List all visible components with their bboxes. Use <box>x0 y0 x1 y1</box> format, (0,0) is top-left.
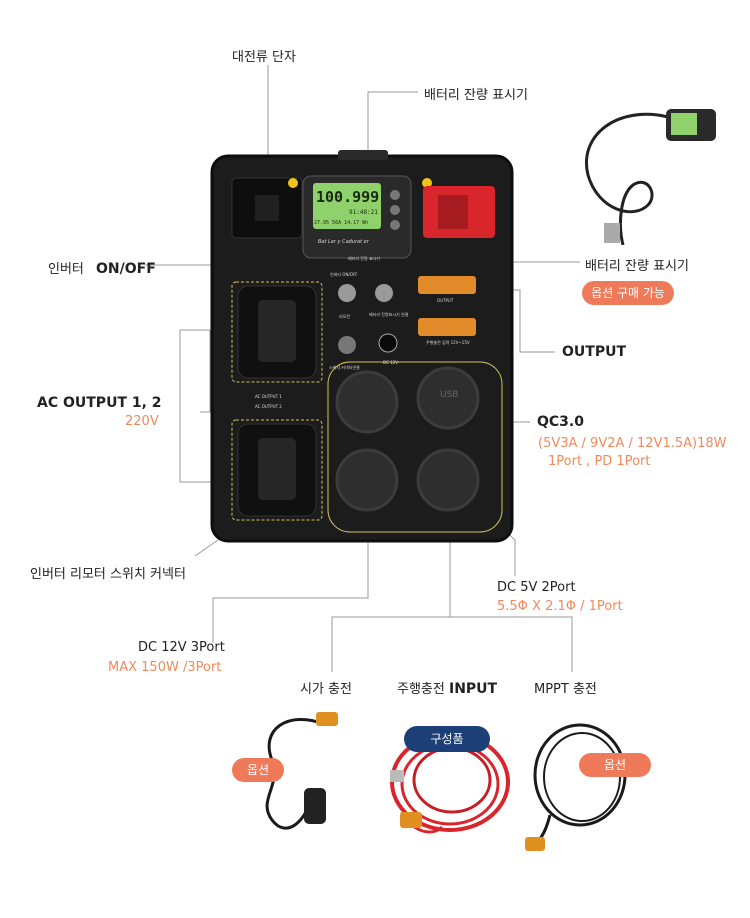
panel-label-remote: 리모컨 <box>339 314 351 319</box>
panel-label-output: OUTPUT <box>437 298 454 303</box>
input-text: INPUT <box>448 681 498 697</box>
battery-meter-label: 배터리 잔량 표시기 <box>424 88 528 103</box>
dc12v-label: DC 12V 3Port <box>138 640 225 655</box>
usb-label: USB <box>440 390 459 400</box>
meter-reading: 100.999 <box>316 188 380 206</box>
components-badge: 구성품 <box>404 726 490 752</box>
panel-label-meter-conn: 배터리 잔량표시기 연결 <box>369 312 409 317</box>
option-badge-right: 옵션 <box>579 753 651 777</box>
input-label: 주행충전 INPUT <box>397 678 497 697</box>
option-purchase-badge: 옵션 구매 가능 <box>582 281 674 305</box>
panel-label-ac2: AC OUTPUT 2 <box>255 404 282 409</box>
power-station-panel <box>210 150 514 543</box>
panel-label-dc12: DC 12V <box>383 360 398 365</box>
mppt-charge-label: MPPT 충전 <box>534 682 597 697</box>
line-inputs <box>331 616 573 672</box>
dc-terminal-label: 대전류 단자 <box>232 50 296 65</box>
output-label: OUTPUT <box>562 344 626 360</box>
battery-meter-right-label: 배터리 잔량 표시기 <box>585 259 689 274</box>
inverter-onoff-text: ON/OFF <box>96 261 156 277</box>
qc-spec-1: (5V3A / 9V2A / 12V1.5A)18W <box>538 436 727 451</box>
driving-charge-text: 주행충전 <box>397 682 445 697</box>
panel-label-switch: 스위치 커넥터연결 <box>329 365 360 370</box>
panel-label-ac1: AC OUTPUT 1 <box>255 394 282 399</box>
cigar-cable-image <box>265 712 338 830</box>
line-dc12v <box>212 500 369 643</box>
cigar-charge-label: 시가 충전 <box>300 682 352 697</box>
meter-line2: 91:48:21 <box>349 209 378 216</box>
inverter-label: 인버터 ON/OFF <box>48 258 156 277</box>
dc5v-spec: 5.5Φ X 2.1Φ / 1Port <box>497 599 623 614</box>
ac-voltage-label: 220V <box>125 414 159 429</box>
line-ac-c <box>200 330 211 413</box>
mppt-cable-image <box>525 723 627 851</box>
meter-line3: 27.95 56A 14.17 Wh <box>314 220 369 226</box>
ac-output-label: AC OUTPUT 1, 2 <box>37 395 162 411</box>
battery-meter-accessory-image <box>585 109 716 245</box>
option-badge-left: 옵션 <box>232 758 284 782</box>
inverter-text: 인버터 <box>48 262 84 277</box>
dc12v-spec: MAX 150W /3Port <box>108 660 222 675</box>
dc5v-label: DC 5V 2Port <box>497 580 576 595</box>
meter-brand: Bat Ler y Cadurat er <box>318 239 369 245</box>
panel-label-meter: 배터리 잔량 표시기 <box>348 256 380 261</box>
panel-label-inverter: 인버터 ON/OFF <box>330 272 358 277</box>
qc-label: QC3.0 <box>537 414 584 430</box>
qc-spec-2: 1Port , PD 1Port <box>548 454 651 469</box>
remote-connector-label: 인버터 리모터 스위치 커넥터 <box>30 567 186 582</box>
panel-label-input: 주행충전 입력 12V~15V <box>426 340 470 345</box>
